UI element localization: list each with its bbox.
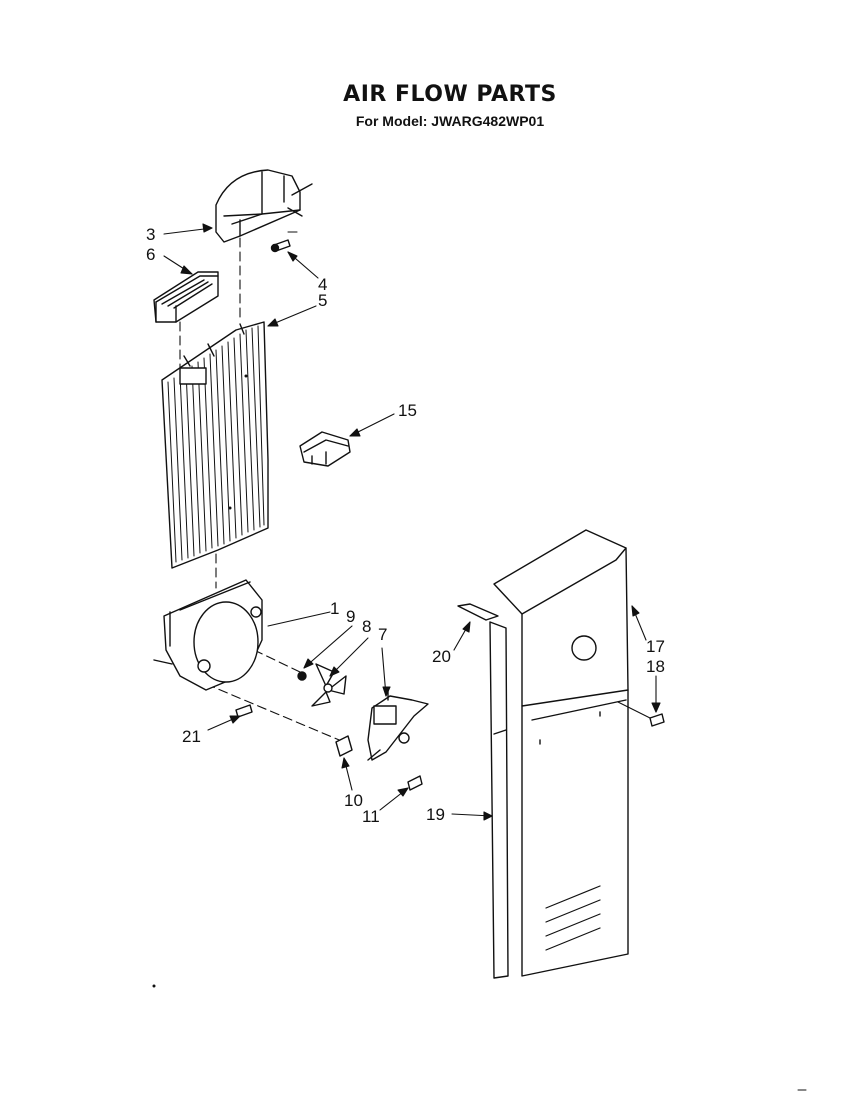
part-17-baffle-panel <box>494 530 628 976</box>
callout-15: 15 <box>398 401 417 420</box>
part-5-evaporator-cover <box>162 322 268 568</box>
callout-4: 4 <box>318 275 328 294</box>
part-9-retainer <box>298 672 306 680</box>
callout-8: 8 <box>362 617 372 636</box>
leader-lines <box>164 224 660 820</box>
diagram-title: AIR FLOW PARTS <box>343 82 557 107</box>
part-8-fan-blade <box>312 664 346 706</box>
part-11-screw <box>408 776 422 790</box>
callout-20: 20 <box>432 647 451 666</box>
part-15-clip <box>300 432 350 466</box>
part-7-fan-motor <box>368 688 428 760</box>
callout-9: 9 <box>346 607 356 626</box>
part-18-screw <box>650 714 664 726</box>
callout-6: 6 <box>146 245 156 264</box>
part-20-trim-top <box>458 604 498 620</box>
alignment-lines <box>180 232 344 742</box>
callout-5: 5 <box>318 291 328 310</box>
part-1-fan-shroud <box>154 580 262 690</box>
callout-3: 3 <box>146 225 156 244</box>
part-21-screw <box>236 705 252 717</box>
callout-21: 21 <box>182 727 201 746</box>
part-4-screw <box>272 240 291 252</box>
callout-17: 17 <box>646 637 665 656</box>
callout-18: 18 <box>646 657 665 676</box>
part-6-vent-grille <box>154 272 218 322</box>
part-3-air-duct <box>216 170 312 242</box>
model-subtitle: For Model: JWARG482WP01 <box>355 113 545 129</box>
scan-marks <box>153 375 806 1090</box>
part-19-trim-strip <box>490 622 508 978</box>
part-10-grommet <box>336 736 352 756</box>
callout-1: 1 <box>330 599 340 618</box>
callout-19: 19 <box>426 805 445 824</box>
callout-10: 10 <box>344 791 363 810</box>
callout-7: 7 <box>378 625 388 644</box>
callout-11: 11 <box>362 807 380 826</box>
